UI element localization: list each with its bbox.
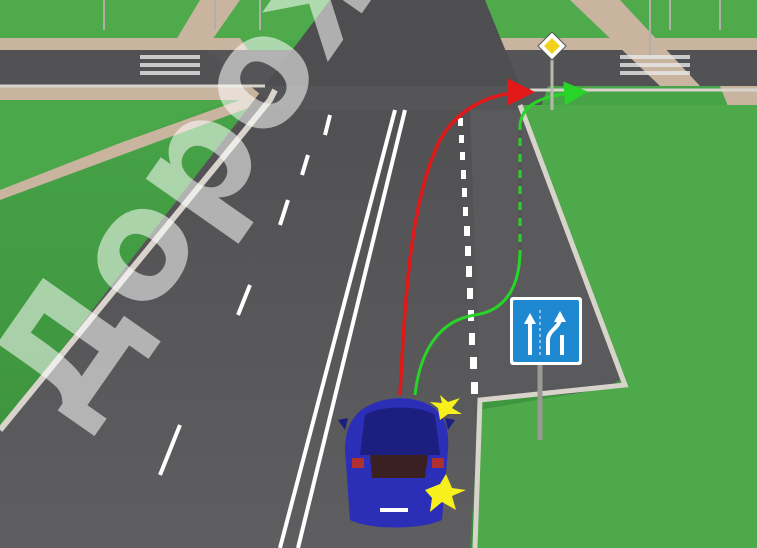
lane-direction-sign	[510, 297, 582, 365]
blue-car	[338, 398, 455, 528]
crosswalk-right	[620, 55, 690, 75]
